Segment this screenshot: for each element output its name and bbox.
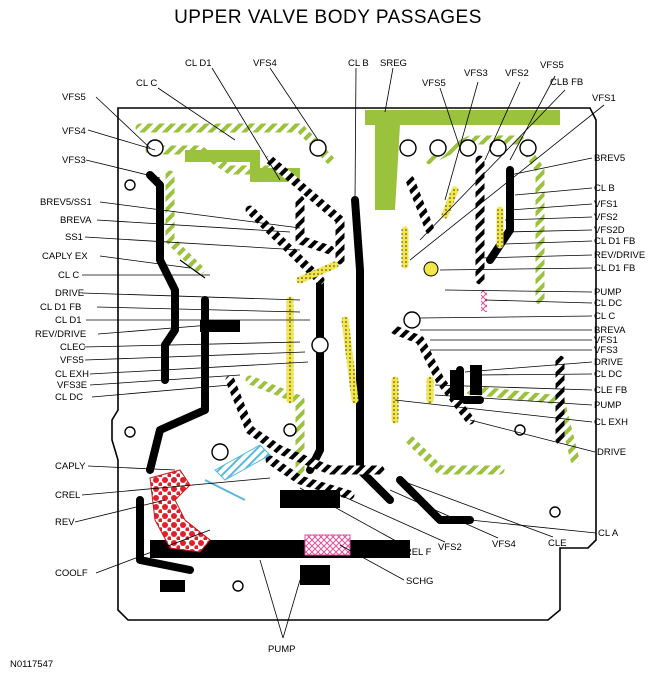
label-left-17: CAPLY [55,461,86,472]
figure-reference: N0117547 [10,659,53,670]
label-left-1: VFS4 [62,126,86,137]
label-top-1: VFS4 [253,58,277,69]
label-right-11: BREVA [594,325,626,336]
label-right-7: CL D1 FB [594,263,635,274]
label-top-8: VFS5 [540,60,564,71]
label-right-3: VFS2 [594,212,618,223]
label-left-9: CL D1 FB [40,302,81,313]
label-top-0: CL D1 [185,58,212,69]
label-top-3: SREG [380,58,407,69]
label-right-5: CL D1 FB [594,236,635,247]
label-left-14: CL EXH [55,369,89,380]
page-title: UPPER VALVE BODY PASSAGES [174,7,482,28]
label-right-18: CL EXH [594,417,628,428]
label-left-19: REV [55,517,75,528]
label-left-4: BREVA [60,215,92,226]
label-bottom-1: CLE [548,538,566,549]
label-bottom-6: PUMP [268,644,295,655]
label-bottom-3: VFS2 [438,542,462,553]
label-right-16: CLE FB [594,385,627,396]
label-left-20: COOLF [55,568,88,579]
label-right-13: VFS3 [594,345,618,356]
label-right-1: CL B [594,183,615,194]
label-left-6: CAPLY EX [42,251,88,262]
label-left-10: CL D1 [55,315,82,326]
label-right-12: VFS1 [594,335,618,346]
colored-regions [149,259,487,556]
label-right-2: VFS1 [594,199,618,210]
label-left-18: CREL [55,490,80,501]
label-top-4: CL C [136,78,157,89]
label-right-9: CL DC [594,298,622,309]
label-bottom-2: VFS4 [492,539,516,550]
diagram-labels: CL D1 VFS4 CL B SREG CL C VFS3 VFS5 VFS2… [10,58,645,670]
label-top-7: VFS2 [505,68,529,79]
label-right-4: VFS2D [594,225,625,236]
label-left-0: VFS5 [62,92,86,103]
label-bottom-4: CREL F [398,547,432,558]
sreg-passage [365,110,560,210]
label-left-13: VFS5 [60,355,84,366]
bore-holes [124,139,561,592]
label-left-7: CL C [58,270,79,281]
label-right-10: CL C [594,311,615,322]
label-bottom-5: SCHG [406,576,433,587]
label-top-6: VFS5 [422,78,446,89]
label-top-10: VFS1 [592,93,616,104]
label-right-6: REV/DRIVE [594,250,645,261]
label-right-8: PUMP [594,287,621,298]
schg-passage [304,534,351,556]
label-left-11: REV/DRIVE [35,329,86,340]
label-left-2: VFS3 [62,155,86,166]
coolf-passage [149,469,211,553]
label-top-5: VFS3 [464,68,488,79]
label-left-5: SS1 [65,232,83,243]
label-right-17: PUMP [594,400,621,411]
label-top-9: CLB FB [550,77,583,88]
label-right-15: CL DC [594,369,622,380]
label-bottom-0: CL A [598,528,619,539]
label-left-3: BREV5/SS1 [40,197,92,208]
label-left-16: CL DC [55,392,83,403]
label-left-15: VFS3E [57,380,87,391]
label-right-19: DRIVE [597,447,626,458]
label-left-12: CLEC [60,342,85,353]
label-top-2: CL B [348,58,369,69]
leader-lines [74,67,605,639]
yellow-passages [286,186,504,424]
label-left-8: DRIVE [55,288,84,299]
label-right-0: BREV5 [594,153,625,164]
label-right-14: DRIVE [594,357,623,368]
